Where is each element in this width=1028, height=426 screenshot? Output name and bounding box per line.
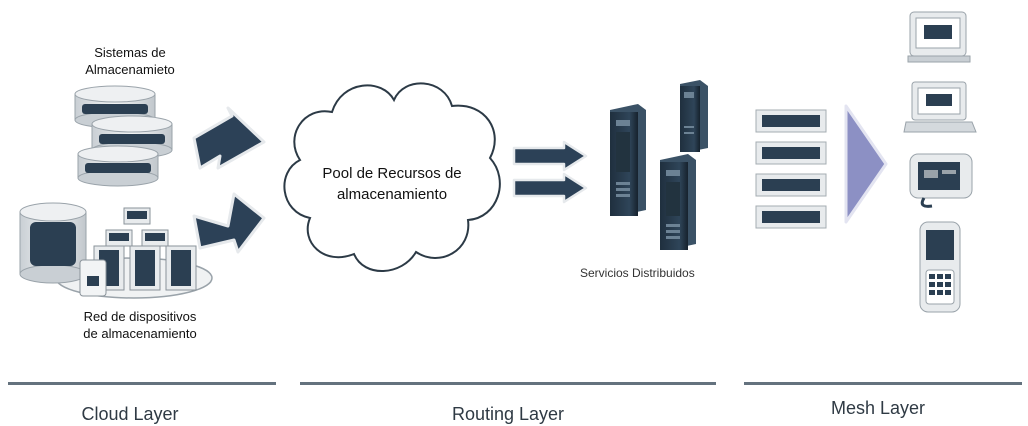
storage-network-label: Red de dispositivos de almacenamiento: [83, 309, 197, 341]
arrows-to-services-icon: [512, 140, 588, 204]
mesh-layer-title: Mesh Layer: [830, 398, 926, 418]
mobile-phone-icon: [919, 221, 961, 313]
mesh-layer-rule: [744, 382, 1022, 385]
cloud-layer-rule: [8, 382, 276, 385]
storage-network-icon: [19, 202, 213, 299]
routing-layer-title: Routing Layer: [451, 404, 565, 424]
cloud-layer-title: Cloud Layer: [81, 404, 179, 424]
handheld-device-icon: [909, 153, 973, 208]
storage-systems-label: Sistemas de Almacenamieto: [85, 45, 175, 77]
arrow-to-pool-bottom-icon: [192, 192, 266, 254]
arrow-to-pool-top-icon: [192, 106, 266, 170]
storage-pool-cloud-icon: [283, 82, 501, 272]
laptop-icon: [903, 81, 977, 133]
mesh-distribution-icon: [755, 104, 888, 229]
distributed-services-label: Servicios Distribuidos: [580, 266, 695, 280]
storage-cylinders-icon: [74, 85, 173, 187]
distributed-servers-icon: [610, 80, 708, 250]
pool-label: Pool de Recursos de almacenamiento: [322, 165, 462, 203]
routing-layer-rule: [300, 382, 716, 385]
desktop-computer-icon: [907, 11, 971, 63]
